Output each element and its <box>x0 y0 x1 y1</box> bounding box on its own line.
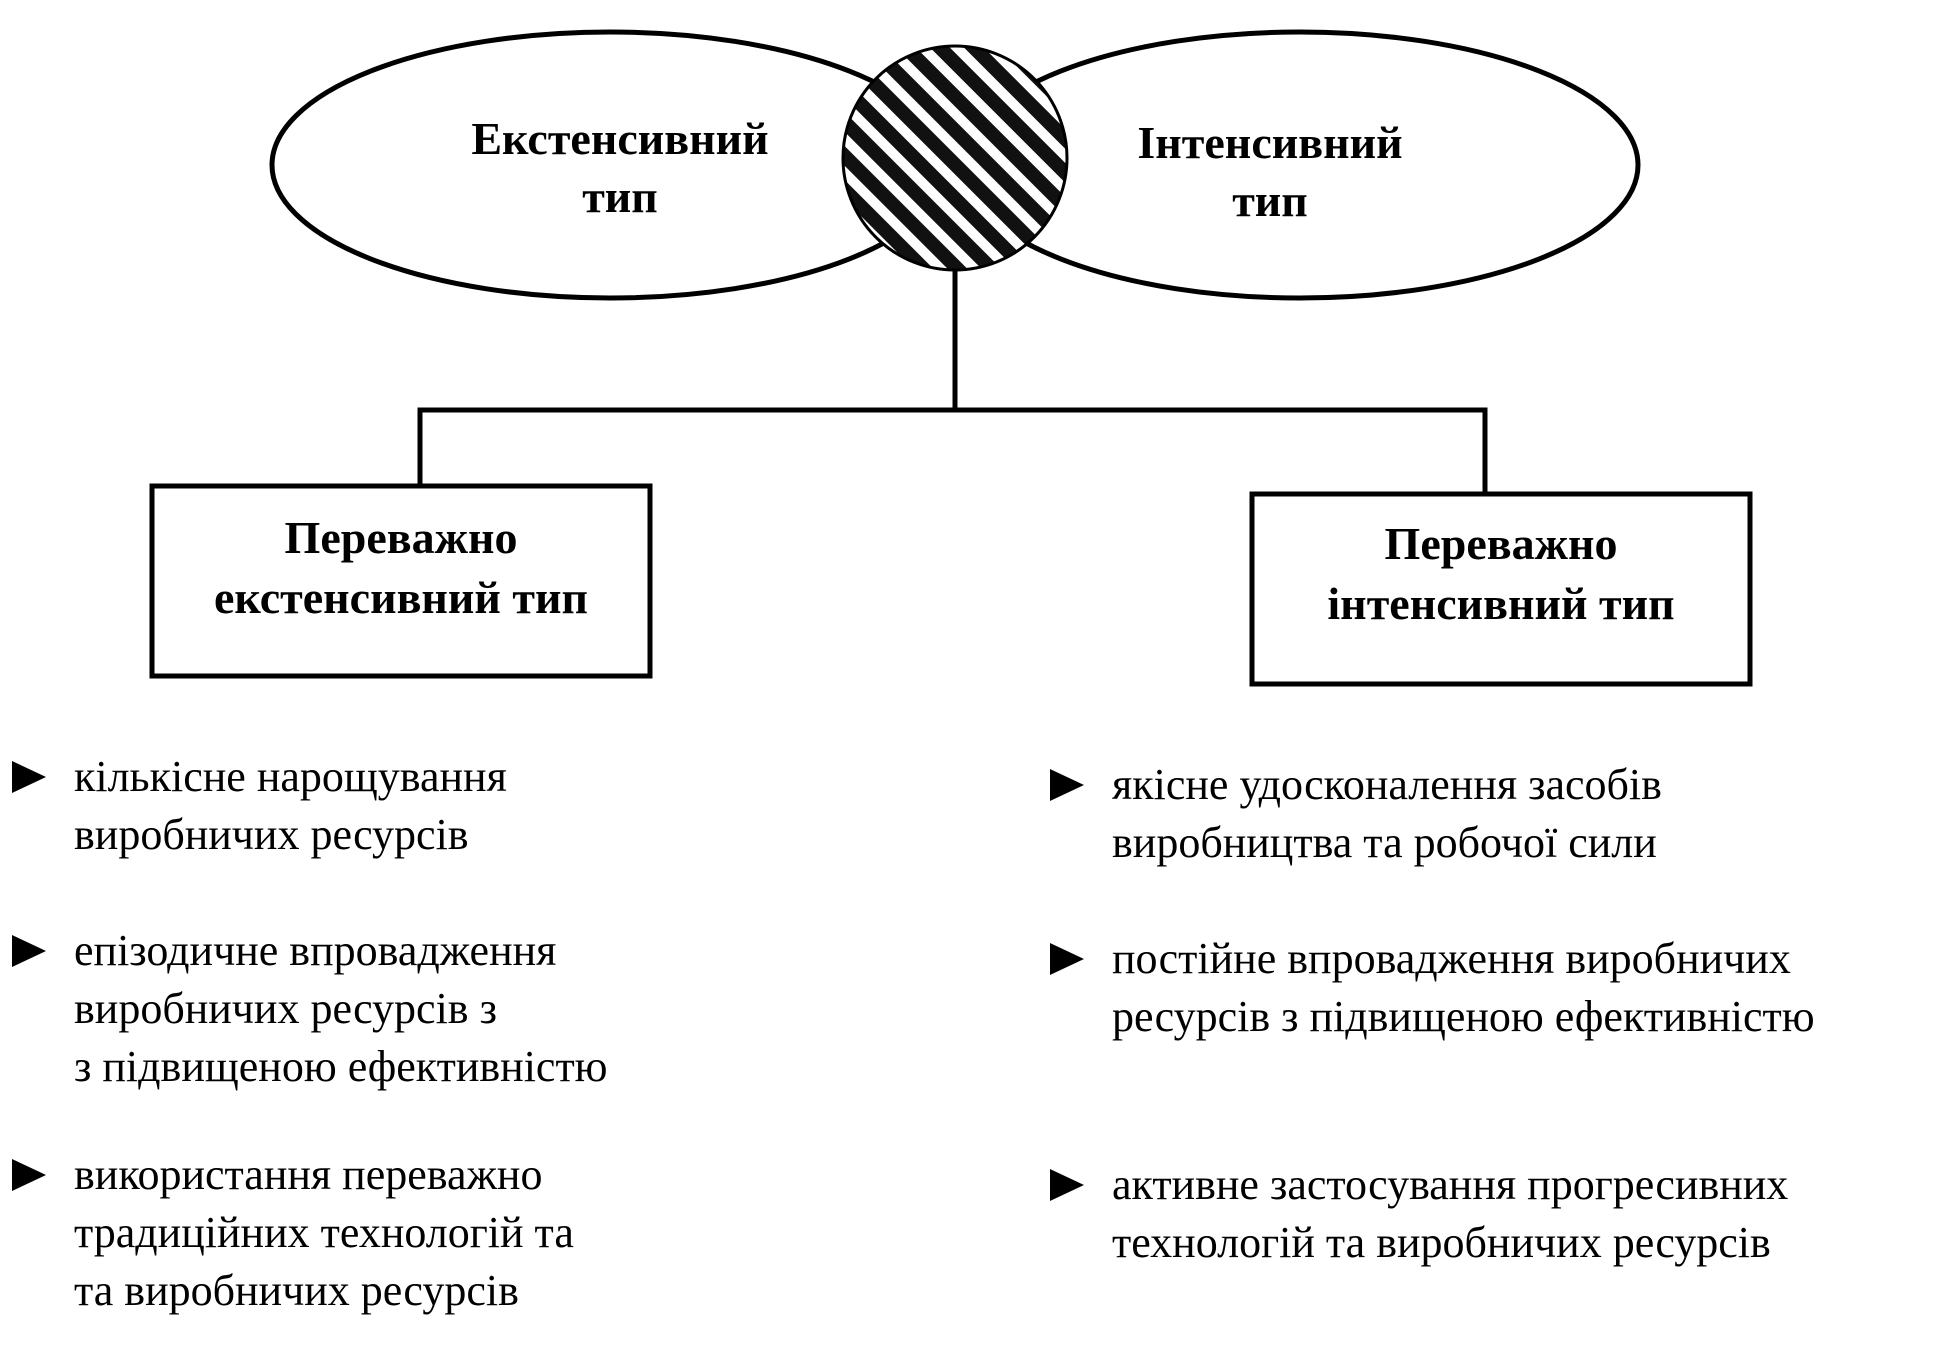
list-item-line: постійне впровадження виробничих <box>1112 934 1791 983</box>
mostly-intensive-box <box>1249 491 1753 687</box>
list-item-line: виробничих ресурсів <box>74 810 469 859</box>
list-item: активне застосування прогресивних технол… <box>1050 1156 1815 1272</box>
mostly-extensive-box <box>149 483 653 679</box>
overlap-hatched-circle <box>841 44 1069 272</box>
triangle-bullet-icon <box>12 761 46 793</box>
list-item-line: ресурсів з підвищеною ефективністю <box>1112 992 1815 1041</box>
extensive-features-list: кількісне нарощування виробничих ресурсі… <box>12 748 608 1320</box>
triangle-bullet-icon <box>1050 943 1084 975</box>
triangle-bullet-icon <box>1050 769 1084 801</box>
list-item: використання переважно традиційних техно… <box>12 1146 608 1320</box>
triangle-bullet-icon <box>12 935 46 967</box>
list-item: кількісне нарощування виробничих ресурсі… <box>12 748 608 864</box>
triangle-bullet-icon <box>12 1159 46 1191</box>
intensive-type-label: Інтенсивний тип <box>1080 114 1460 230</box>
extensive-type-label-line2: тип <box>582 171 658 222</box>
list-item-line: використання переважно <box>74 1150 543 1199</box>
intensive-type-label-line1: Інтенсивний <box>1137 117 1403 168</box>
mostly-extensive-label-line2: екстенсивний тип <box>213 572 589 623</box>
list-item-line: виробництва та робочої сили <box>1112 818 1657 867</box>
list-item-line: та виробничих ресурсів <box>74 1266 519 1315</box>
extensive-type-label-line1: Екстенсивний <box>471 113 769 164</box>
mostly-extensive-label-line1: Переважно <box>284 512 518 563</box>
mostly-intensive-label-line2: інтенсивний тип <box>1327 578 1675 629</box>
list-item-line: з підвищеною ефективністю <box>74 1042 608 1091</box>
list-item-line: епізодичне впровадження <box>74 926 557 975</box>
extensive-type-label: Екстенсивний тип <box>420 110 820 226</box>
mostly-intensive-label: Переважно інтенсивний тип <box>1252 514 1750 634</box>
mostly-extensive-label: Переважно екстенсивний тип <box>152 508 650 628</box>
list-item: якісне удосконалення засобів виробництва… <box>1050 756 1815 872</box>
list-item-line: виробничих ресурсів з <box>74 984 497 1033</box>
connector-branches <box>417 407 1488 494</box>
intensive-type-label-line2: тип <box>1232 175 1308 226</box>
list-item-line: традиційних технологій та <box>74 1208 574 1257</box>
list-item-line: активне застосування прогресивних <box>1112 1160 1789 1209</box>
triangle-bullet-icon <box>1050 1169 1084 1201</box>
list-item: постійне впровадження виробничих ресурсі… <box>1050 930 1815 1046</box>
list-item: епізодичне впровадження виробничих ресур… <box>12 922 608 1096</box>
list-item-line: кількісне нарощування <box>74 752 507 801</box>
list-item-line: технологій та виробничих ресурсів <box>1112 1218 1771 1267</box>
mostly-intensive-label-line1: Переважно <box>1384 518 1618 569</box>
intensive-features-list: якісне удосконалення засобів виробництва… <box>1050 756 1815 1272</box>
list-item-line: якісне удосконалення засобів <box>1112 760 1662 809</box>
